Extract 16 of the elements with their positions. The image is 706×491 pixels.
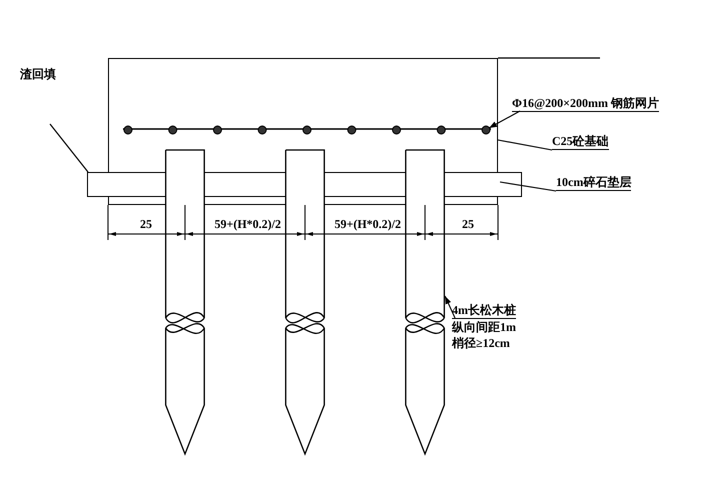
fill-label: 渣回填	[20, 66, 56, 82]
callout-title: Φ16@200×200mm 钢筋网片	[512, 95, 659, 112]
rebar-mesh-drawing	[121, 123, 493, 135]
callout-title: 10cm碎石垫层	[556, 174, 632, 191]
timber-pile-drawing	[285, 150, 325, 455]
leader-line	[498, 139, 552, 151]
leader-line	[500, 181, 556, 192]
callout-text: 纵向间距1m	[452, 319, 516, 335]
foundation-block	[108, 58, 498, 205]
timber-pile-drawing	[405, 150, 445, 455]
leader-line	[488, 110, 520, 128]
callout-title: C25砼基础	[552, 133, 609, 150]
callout-title: 4m长松木桩	[452, 302, 516, 319]
timber-pile-drawing	[165, 150, 205, 455]
callout-text: 梢径≥12cm	[452, 335, 511, 351]
leader-line	[444, 296, 456, 318]
